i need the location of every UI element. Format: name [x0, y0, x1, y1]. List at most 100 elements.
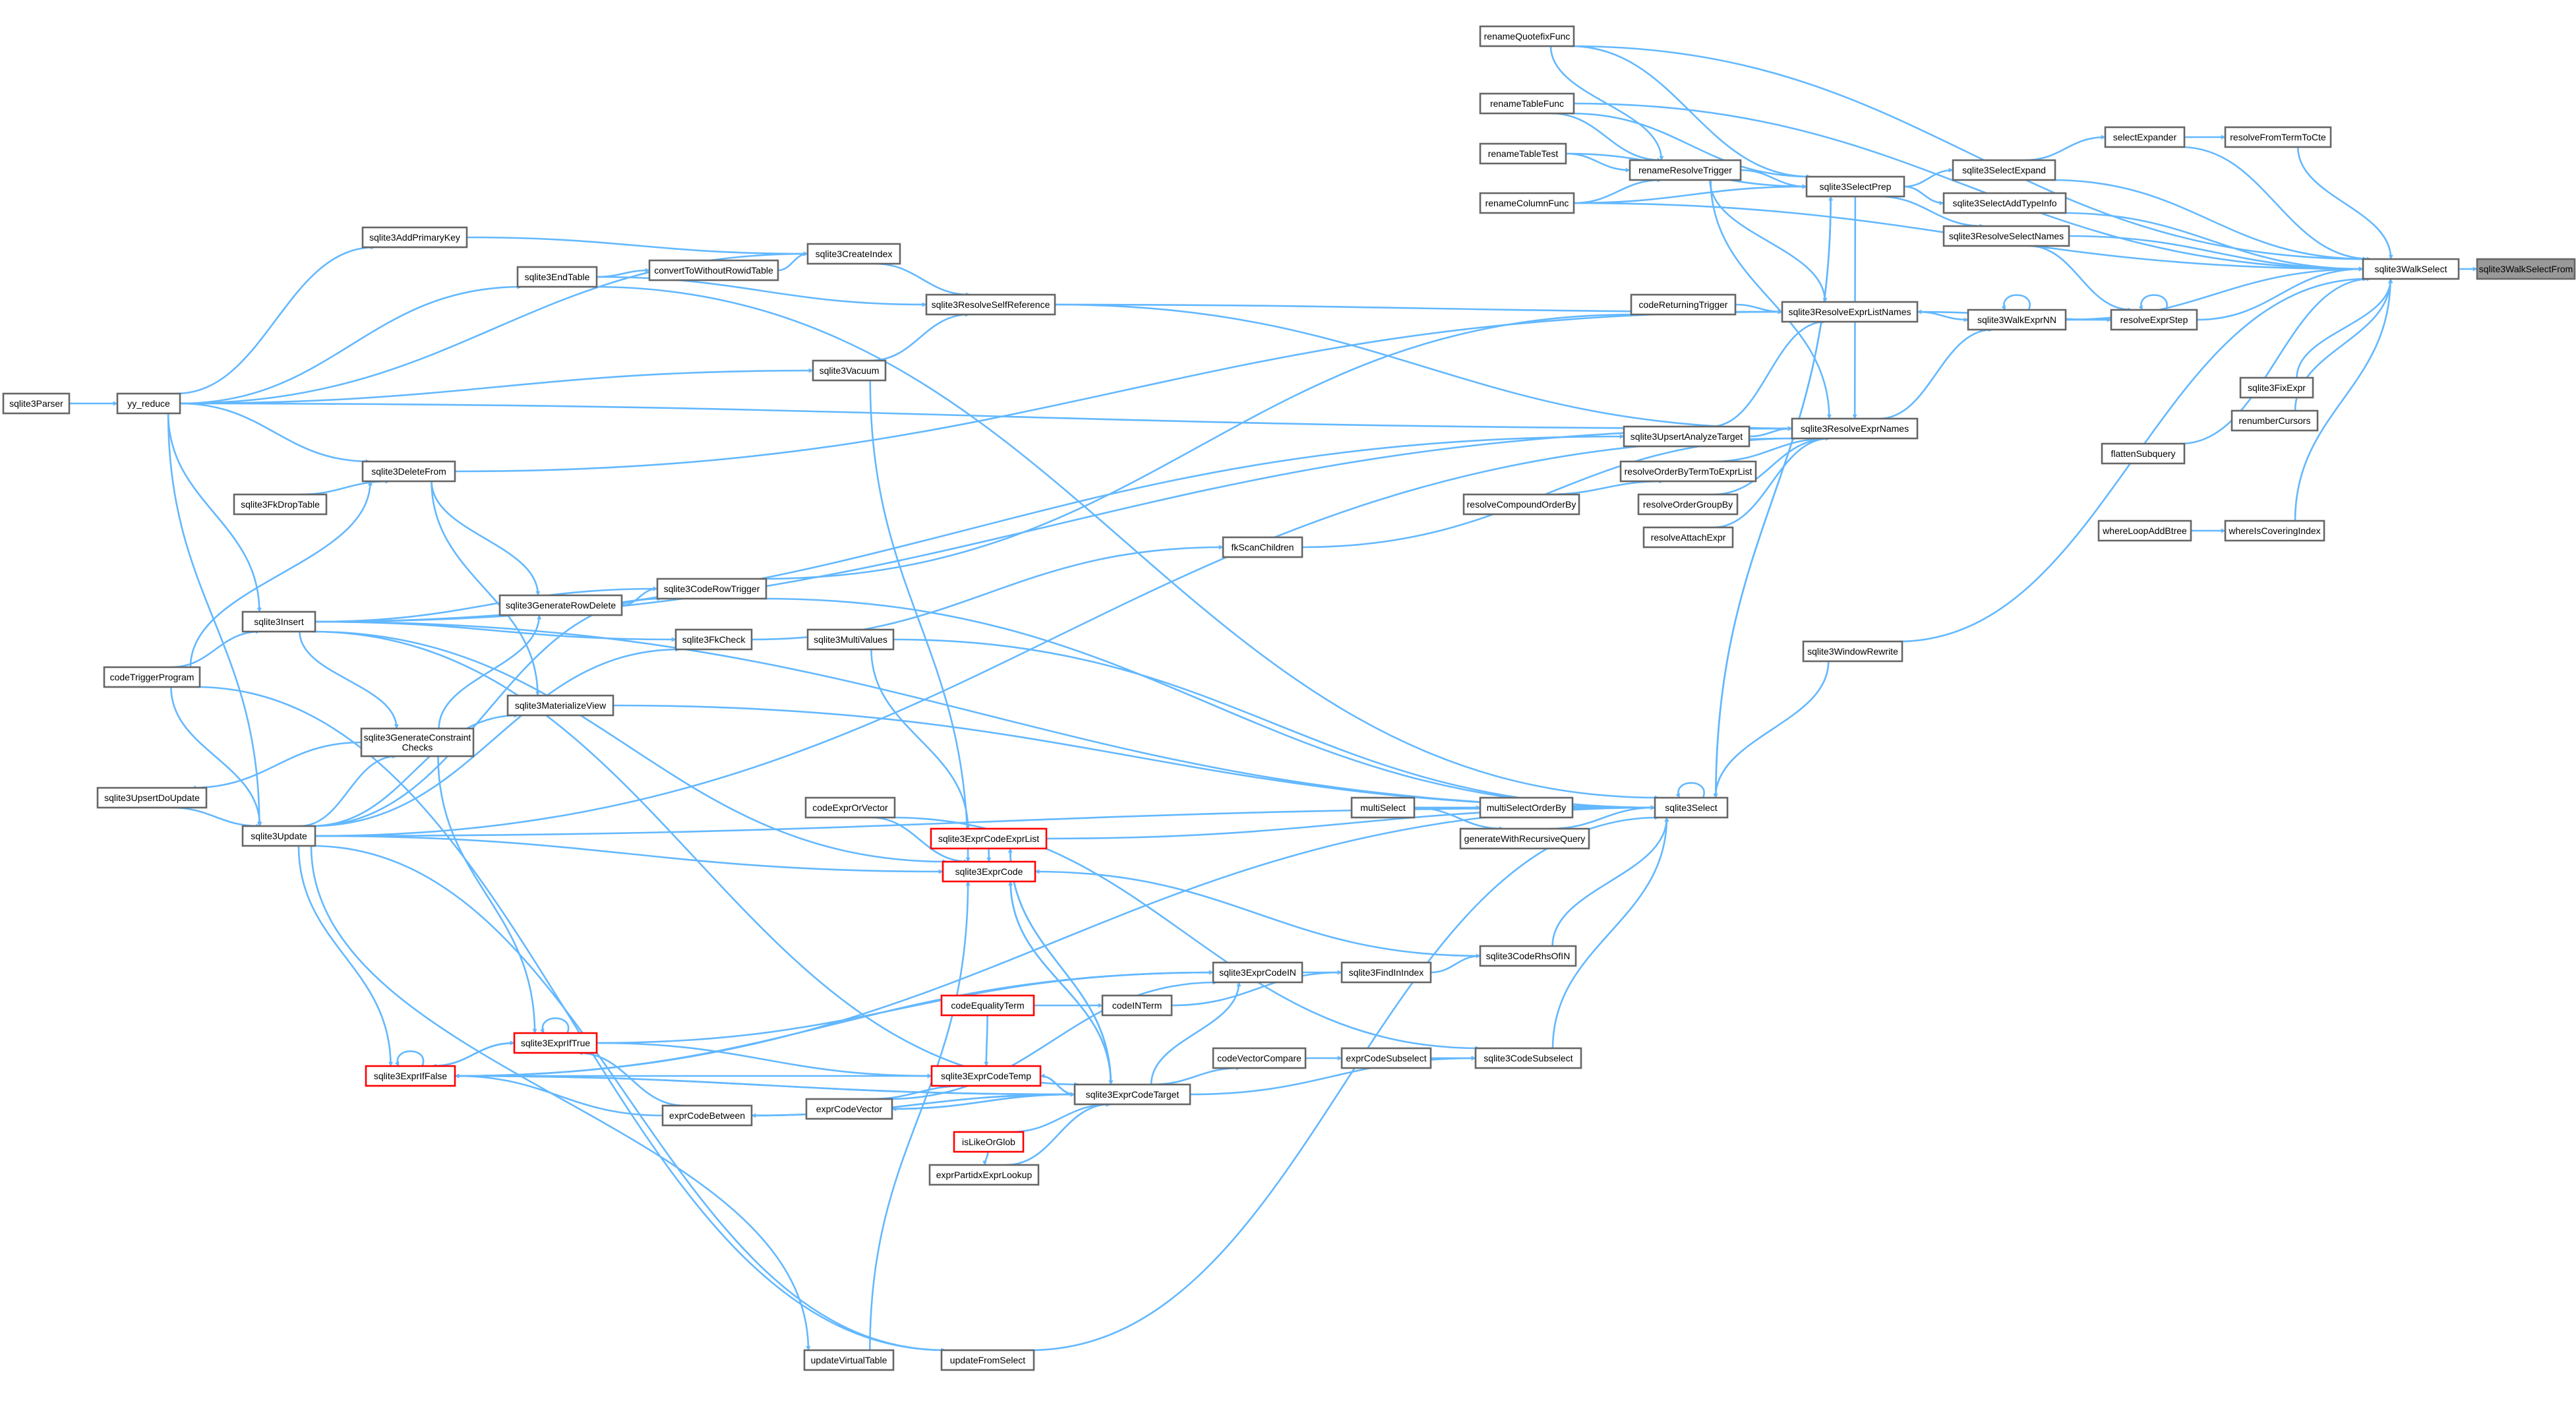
node-exprCodeSubselect[interactable]: exprCodeSubselect	[1340, 1047, 1432, 1069]
node-resolveOrderGroupBy[interactable]: resolveOrderGroupBy	[1637, 493, 1739, 516]
node-sqlite3EndTable[interactable]: sqlite3EndTable	[516, 266, 598, 288]
node-renameTableTest[interactable]: renameTableTest	[1479, 142, 1567, 165]
node-sqlite3FkDropTable[interactable]: sqlite3FkDropTable	[233, 493, 328, 516]
edge-sqlite3ExprIfFalse-to-sqlite3ExprIfFalse	[394, 1050, 425, 1067]
node-sqlite3ResolveExprNames[interactable]: sqlite3ResolveExprNames	[1791, 417, 1919, 440]
node-selectExpander[interactable]: selectExpander	[2104, 126, 2186, 148]
edge-sqlite3WalkExprNN-to-sqlite3ResolveExprNames	[1878, 327, 1993, 420]
node-codeTriggerProgram[interactable]: codeTriggerProgram	[103, 666, 201, 688]
node-sqlite3ResolveSelfReference[interactable]: sqlite3ResolveSelfReference	[925, 293, 1056, 316]
node-renameResolveTrigger[interactable]: renameResolveTrigger	[1629, 159, 1742, 181]
node-renumberCursors[interactable]: renumberCursors	[2231, 409, 2319, 432]
node-sqlite3ResolveExprListNames[interactable]: sqlite3ResolveExprListNames	[1781, 301, 1919, 323]
node-box	[1101, 994, 1173, 1017]
node-codeVectorCompare[interactable]: codeVectorCompare	[1212, 1047, 1307, 1069]
node-box	[928, 1164, 1040, 1186]
node-sqlite3GenerateRowDelete[interactable]: sqlite3GenerateRowDelete	[498, 594, 623, 616]
node-resolveFromTermToCte[interactable]: resolveFromTermToCte	[2224, 126, 2332, 148]
node-sqlite3SelectAddTypeInfo[interactable]: sqlite3SelectAddTypeInfo	[1942, 192, 2067, 214]
node-sqlite3CodeSubselect[interactable]: sqlite3CodeSubselect	[1474, 1047, 1582, 1069]
node-box	[516, 266, 598, 288]
node-codeExprOrVector[interactable]: codeExprOrVector	[804, 796, 896, 819]
node-sqlite3MultiValues[interactable]: sqlite3MultiValues	[806, 628, 895, 651]
node-resolveCompoundOrderBy[interactable]: resolveCompoundOrderBy	[1462, 493, 1580, 516]
node-resolveExprStep[interactable]: resolveExprStep	[2110, 309, 2198, 331]
node-yy_reduce[interactable]: yy_reduce	[116, 392, 181, 415]
edge-sqlite3WalkSelect-to-resolveExprStep	[2196, 266, 2364, 321]
node-whereIsCoveringIndex[interactable]: whereIsCoveringIndex	[2224, 520, 2325, 542]
edge-sqlite3SelectPrep-to-renameColumnFunc	[1573, 184, 1807, 204]
node-fkScanChildren[interactable]: fkScanChildren	[1222, 536, 1303, 558]
node-generateWithRecursiveQuery[interactable]: generateWithRecursiveQuery	[1459, 827, 1590, 850]
node-sqlite3ExprCodeTarget[interactable]: sqlite3ExprCodeTarget	[1073, 1083, 1191, 1106]
node-sqlite3CodeRhsOfIN[interactable]: sqlite3CodeRhsOfIN	[1479, 945, 1577, 967]
edge-convertToWithoutRowidTable-to-sqlite3EndTable	[596, 268, 650, 278]
node-sqlite3Select[interactable]: sqlite3Select	[1654, 796, 1729, 819]
node-sqlite3WalkSelectFrom[interactable]: sqlite3WalkSelectFrom	[2476, 258, 2576, 280]
node-resolveOrderByTermToExprList[interactable]: resolveOrderByTermToExprList	[1619, 460, 1757, 483]
edge-sqlite3CodeRowTrigger-to-sqlite3Insert	[315, 586, 658, 623]
node-exprPartidxExprLookup[interactable]: exprPartidxExprLookup	[928, 1164, 1040, 1186]
node-sqlite3WalkExprNN[interactable]: sqlite3WalkExprNN	[1967, 309, 2067, 331]
edge-sqlite3WalkSelect-to-selectExpander	[2180, 146, 2372, 262]
node-renameColumnFunc[interactable]: renameColumnFunc	[1479, 192, 1575, 214]
node-sqlite3ExprCodeExprList[interactable]: sqlite3ExprCodeExprList	[930, 827, 1048, 850]
node-label: sqlite3UpsertAnalyzeTarget	[1631, 431, 1743, 442]
node-codeReturningTrigger[interactable]: codeReturningTrigger	[1630, 293, 1737, 316]
node-sqlite3DeleteFrom[interactable]: sqlite3DeleteFrom	[361, 460, 456, 483]
edge-sqlite3WalkSelect-to-resolveFromTermToCte	[2296, 146, 2393, 260]
node-exprCodeVector[interactable]: exprCodeVector	[805, 1098, 893, 1120]
node-sqlite3CodeRowTrigger[interactable]: sqlite3CodeRowTrigger	[656, 578, 767, 600]
node-multiSelectOrderBy[interactable]: multiSelectOrderBy	[1479, 796, 1574, 819]
node-sqlite3FkCheck[interactable]: sqlite3FkCheck	[674, 628, 753, 651]
node-sqlite3CreateIndex[interactable]: sqlite3CreateIndex	[806, 243, 901, 265]
node-label: sqlite3FindInIndex	[1349, 967, 1424, 978]
node-multiSelect[interactable]: multiSelect	[1350, 796, 1416, 819]
node-sqlite3Insert[interactable]: sqlite3Insert	[241, 610, 316, 633]
node-sqlite3UpsertDoUpdate[interactable]: sqlite3UpsertDoUpdate	[96, 787, 208, 809]
node-sqlite3AddPrimaryKey[interactable]: sqlite3AddPrimaryKey	[361, 226, 468, 249]
node-sqlite3ResolveSelectNames[interactable]: sqlite3ResolveSelectNames	[1942, 225, 2070, 247]
node-box	[805, 1098, 893, 1120]
node-convertToWithoutRowidTable[interactable]: convertToWithoutRowidTable	[648, 259, 779, 282]
edge-sqlite3ExprCode-to-updateVirtualTable	[869, 881, 971, 1351]
node-updateVirtualTable[interactable]: updateVirtualTable	[803, 1349, 895, 1371]
node-box	[233, 493, 328, 516]
node-sqlite3WalkSelect[interactable]: sqlite3WalkSelect	[2362, 258, 2460, 280]
edge-sqlite3Insert-to-codeTriggerProgram	[171, 629, 260, 669]
node-updateFromSelect[interactable]: updateFromSelect	[940, 1349, 1035, 1371]
node-box	[1459, 827, 1590, 850]
node-box	[942, 860, 1036, 883]
node-sqlite3ExprCode[interactable]: sqlite3ExprCode	[942, 860, 1036, 883]
node-flattenSubquery[interactable]: flattenSubquery	[2101, 442, 2186, 465]
node-sqlite3MaterializeView[interactable]: sqlite3MaterializeView	[506, 694, 614, 717]
node-sqlite3ExprCodeIN[interactable]: sqlite3ExprCodeIN	[1212, 961, 1303, 984]
node-sqlite3FindInIndex[interactable]: sqlite3FindInIndex	[1340, 961, 1432, 984]
node-whereLoopAddBtree[interactable]: whereLoopAddBtree	[2097, 520, 2192, 542]
node-isLikeOrGlob[interactable]: isLikeOrGlob	[953, 1131, 1025, 1153]
node-codeEqualityTerm[interactable]: codeEqualityTerm	[940, 994, 1035, 1017]
node-sqlite3SelectPrep[interactable]: sqlite3SelectPrep	[1805, 175, 1905, 198]
node-sqlite3Vacuum[interactable]: sqlite3Vacuum	[812, 359, 887, 382]
node-exprCodeBetween[interactable]: exprCodeBetween	[661, 1104, 753, 1127]
node-sqlite3ExprCodeTemp[interactable]: sqlite3ExprCodeTemp	[930, 1065, 1042, 1087]
node-resolveAttachExpr[interactable]: resolveAttachExpr	[1642, 526, 1734, 549]
node-box	[2239, 376, 2314, 399]
node-renameTableFunc[interactable]: renameTableFunc	[1479, 92, 1575, 115]
node-codeINTerm[interactable]: codeINTerm	[1101, 994, 1173, 1017]
node-renameQuotefixFunc[interactable]: renameQuotefixFunc	[1479, 25, 1575, 47]
node-sqlite3ExprIfFalse[interactable]: sqlite3ExprIfFalse	[365, 1065, 456, 1087]
edge-sqlite3ExprCodeTarget-to-sqlite3ExprIfFalse	[454, 1075, 1075, 1097]
node-sqlite3Parser[interactable]: sqlite3Parser	[2, 392, 71, 415]
edge-sqlite3Vacuum-to-yy_reduce	[179, 368, 814, 405]
node-sqlite3Update[interactable]: sqlite3Update	[241, 825, 316, 847]
node-label: sqlite3Update	[251, 831, 307, 841]
node-sqlite3ExprIfTrue[interactable]: sqlite3ExprIfTrue	[513, 1032, 598, 1054]
node-sqlite3WindowRewrite[interactable]: sqlite3WindowRewrite	[1802, 640, 1903, 663]
node-sqlite3UpsertAnalyzeTarget[interactable]: sqlite3UpsertAnalyzeTarget	[1623, 425, 1751, 448]
edge-sqlite3FkCheck-to-sqlite3Update	[311, 647, 680, 827]
node-sqlite3SelectExpand[interactable]: sqlite3SelectExpand	[1952, 159, 2056, 181]
node-sqlite3FixExpr[interactable]: sqlite3FixExpr	[2239, 376, 2314, 399]
